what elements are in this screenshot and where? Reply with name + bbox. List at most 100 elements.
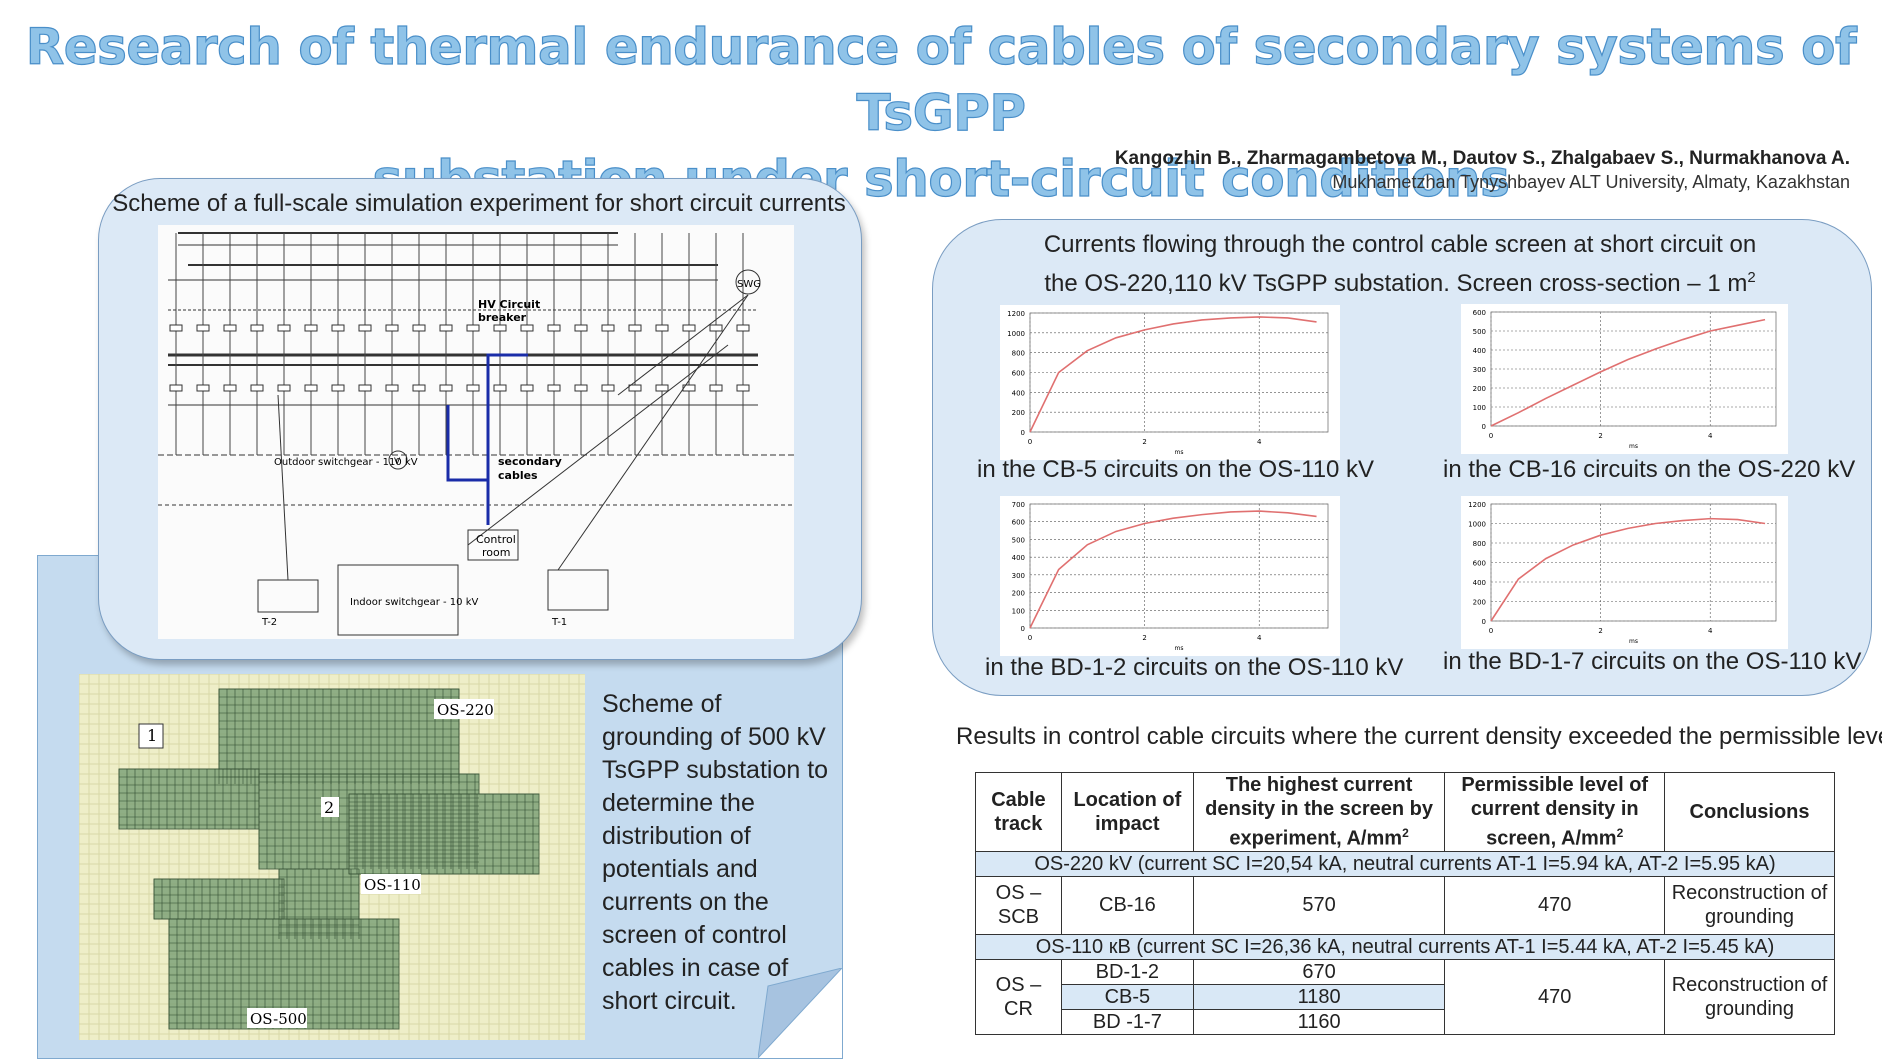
y-tick-label: 1000 bbox=[1007, 330, 1025, 338]
table-header-row: Cable track Location of impact The highe… bbox=[975, 772, 1835, 852]
y-tick-label: 200 bbox=[1012, 590, 1025, 598]
results-table: Cable track Location of impact The highe… bbox=[975, 772, 1835, 1035]
cell-location: CB-5 bbox=[1060, 983, 1194, 1010]
y-tick-label: 100 bbox=[1012, 607, 1025, 615]
chart-bd12-caption: in the BD-1-2 circuits on the OS-110 kV bbox=[985, 654, 1404, 681]
os110-label: OS-110 bbox=[364, 876, 421, 894]
y-tick-label: 300 bbox=[1473, 366, 1486, 374]
currents-caption-line-1: Currents flowing through the control cab… bbox=[1043, 231, 1757, 258]
cell-highest: 1160 bbox=[1192, 1008, 1446, 1035]
y-tick-label: 200 bbox=[1473, 599, 1486, 607]
y-tick-label: 400 bbox=[1473, 579, 1486, 587]
poster-title: Research of thermal endurance of cables … bbox=[0, 14, 1882, 212]
header-cable-track: Cable track bbox=[975, 772, 1062, 852]
y-tick-label: 0 bbox=[1021, 429, 1025, 437]
y-tick-label: 800 bbox=[1473, 540, 1486, 548]
scheme-caption: Scheme of a full-scale simulation experi… bbox=[112, 190, 846, 217]
control-room-label-2: room bbox=[482, 546, 510, 559]
os220-band: OS-220 kV (current SC I=20,54 kA, neutra… bbox=[975, 850, 1835, 877]
plot-frame bbox=[1029, 503, 1329, 629]
cell-highest: 1180 bbox=[1192, 983, 1446, 1010]
header-location: Location of impact bbox=[1060, 772, 1194, 852]
chart-cb5-caption: in the CB-5 circuits on the OS-110 kV bbox=[977, 456, 1375, 483]
series-line bbox=[1490, 517, 1766, 622]
y-tick-label: 300 bbox=[1012, 572, 1025, 580]
currents-caption: Currents flowing through the control cab… bbox=[990, 228, 1810, 300]
cell-permissible: 470 bbox=[1444, 958, 1666, 1035]
y-tick-label: 600 bbox=[1473, 560, 1486, 568]
series-line bbox=[1029, 316, 1317, 433]
x-tick-label: 4 bbox=[1257, 438, 1262, 446]
y-tick-label: 400 bbox=[1473, 347, 1486, 355]
y-tick-label: 1200 bbox=[1468, 501, 1486, 509]
x-axis-unit: ms bbox=[1175, 645, 1184, 652]
cell-location: CB-16 bbox=[1060, 875, 1194, 935]
table-row: BD -1-7 1160 bbox=[976, 1008, 1835, 1035]
y-tick-label: 100 bbox=[1473, 404, 1486, 412]
series-line bbox=[1029, 510, 1317, 629]
y-tick-label: 1000 bbox=[1468, 521, 1486, 529]
secondary-cables-label-2: cables bbox=[498, 469, 538, 482]
indoor-switchgear-label: Indoor switchgear - 10 kV bbox=[350, 597, 478, 608]
title-line-1: Research of thermal endurance of cables … bbox=[25, 17, 1857, 142]
t1-label: T-1 bbox=[551, 617, 567, 628]
header-permissible: Permissible level of current density in … bbox=[1444, 772, 1666, 852]
plot-frame bbox=[1490, 503, 1777, 622]
results-caption: Results in control cable circuits where … bbox=[956, 723, 1882, 750]
grounding-label-1: 1 bbox=[147, 726, 157, 745]
x-axis-unit: ms bbox=[1629, 638, 1638, 645]
hv-breaker-label-1: HV Circuit bbox=[478, 298, 540, 311]
y-tick-label: 600 bbox=[1012, 519, 1025, 527]
plot-frame bbox=[1490, 311, 1777, 427]
x-axis-unit: ms bbox=[1175, 449, 1184, 456]
y-tick-label: 700 bbox=[1012, 501, 1025, 509]
x-tick-label: 2 bbox=[1142, 438, 1146, 446]
y-tick-label: 1200 bbox=[1007, 310, 1025, 318]
t2-label: T-2 bbox=[261, 617, 277, 628]
grounding-description: Scheme of grounding of 500 kV TsGPP subs… bbox=[602, 690, 829, 1015]
cell-highest: 670 bbox=[1192, 958, 1446, 985]
y-tick-label: 500 bbox=[1473, 328, 1486, 336]
cell-highest: 570 bbox=[1192, 875, 1446, 935]
cell-conclusion: Reconstruction of grounding bbox=[1664, 875, 1835, 935]
cell-conclusion: Reconstruction of grounding bbox=[1664, 958, 1835, 1035]
header-conclusions: Conclusions bbox=[1664, 772, 1835, 852]
x-tick-label: 4 bbox=[1708, 627, 1713, 635]
x-tick-label: 4 bbox=[1708, 432, 1713, 440]
secondary-cables-label-1: secondary bbox=[498, 455, 562, 468]
table-row: OS-220 kV (current SC I=20,54 kA, neutra… bbox=[975, 850, 1835, 877]
x-tick-label: 0 bbox=[1028, 438, 1032, 446]
simulation-scheme-diagram: SWG HV Circuit breaker Outdoor switchgea… bbox=[158, 225, 794, 639]
hv-breaker-label-2: breaker bbox=[478, 311, 527, 324]
y-tick-label: 500 bbox=[1012, 536, 1025, 544]
cell-track: OS – CR bbox=[975, 958, 1062, 1035]
x-axis-unit: ms bbox=[1629, 443, 1638, 450]
os220-label: OS-220 bbox=[437, 701, 494, 719]
table-row: OS – CR BD-1-2 670 470 Reconstruction of… bbox=[975, 958, 1835, 1035]
grounding-label-2: 2 bbox=[324, 798, 334, 817]
outdoor-switchgear-label: Outdoor switchgear - 110 kV bbox=[274, 457, 418, 468]
control-room-label-1: Control bbox=[476, 533, 516, 546]
x-tick-label: 2 bbox=[1598, 432, 1602, 440]
y-tick-label: 800 bbox=[1012, 350, 1025, 358]
header-highest-density: The highest current density in the scree… bbox=[1192, 772, 1446, 852]
table-row: OS – SCB CB-16 570 470 Reconstruction of… bbox=[975, 875, 1835, 935]
y-tick-label: 200 bbox=[1473, 385, 1486, 393]
os500-label: OS-500 bbox=[250, 1010, 307, 1028]
cell-permissible: 470 bbox=[1444, 875, 1666, 935]
grounding-scheme-image: 1 2 OS-220 OS-110 OS-500 bbox=[79, 674, 585, 1040]
x-tick-label: 2 bbox=[1598, 627, 1602, 635]
x-tick-label: 0 bbox=[1028, 634, 1032, 642]
os110-band: OS-110 кВ (current SC I=26,36 kA, neutra… bbox=[975, 933, 1835, 960]
affiliation: Mukhametzhan Tynyshbayev ALT University,… bbox=[1332, 172, 1850, 192]
y-tick-label: 200 bbox=[1012, 409, 1025, 417]
x-tick-label: 4 bbox=[1257, 634, 1262, 642]
swg-label: SWG bbox=[737, 279, 761, 290]
y-tick-label: 600 bbox=[1473, 309, 1486, 317]
series-line bbox=[1490, 318, 1766, 427]
caption-superscript: 2 bbox=[1747, 269, 1756, 286]
chart-cb16-caption: in the CB-16 circuits on the OS-220 kV bbox=[1443, 456, 1856, 483]
